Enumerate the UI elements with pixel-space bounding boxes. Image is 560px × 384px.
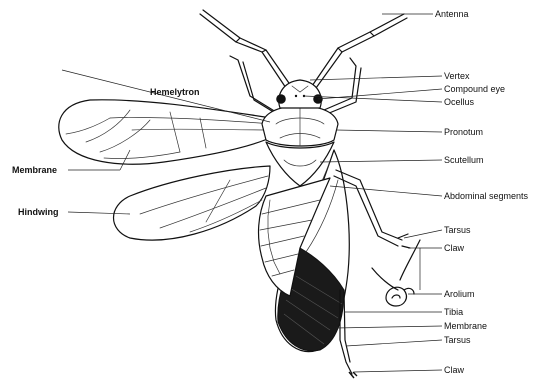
- label-claw-upper: Claw: [444, 243, 465, 253]
- left-compound-eye: [276, 94, 286, 104]
- left-hemelytron: [59, 100, 274, 164]
- antennae: [200, 10, 407, 88]
- label-hemelytron: Hemelytron: [150, 87, 200, 97]
- label-abdominal-segments: Abdominal segments: [444, 191, 529, 201]
- label-arolium: Arolium: [444, 289, 475, 299]
- right-labels: Antenna Vertex Compound eye Ocellus Pron…: [435, 9, 529, 375]
- label-vertex: Vertex: [444, 71, 470, 81]
- label-tarsus-upper: Tarsus: [444, 225, 471, 235]
- label-hindwing: Hindwing: [18, 207, 59, 217]
- left-hindwing: [114, 166, 271, 240]
- label-antenna: Antenna: [435, 9, 469, 19]
- label-tarsus-lower: Tarsus: [444, 335, 471, 345]
- label-compound-eye: Compound eye: [444, 84, 505, 94]
- arolium-detail: [372, 240, 420, 306]
- label-membrane-right: Membrane: [444, 321, 487, 331]
- label-scutellum: Scutellum: [444, 155, 484, 165]
- label-pronotum: Pronotum: [444, 127, 483, 137]
- label-ocellus: Ocellus: [444, 97, 475, 107]
- label-membrane-left: Membrane: [12, 165, 57, 175]
- label-claw-lower: Claw: [444, 365, 465, 375]
- label-tibia: Tibia: [444, 307, 463, 317]
